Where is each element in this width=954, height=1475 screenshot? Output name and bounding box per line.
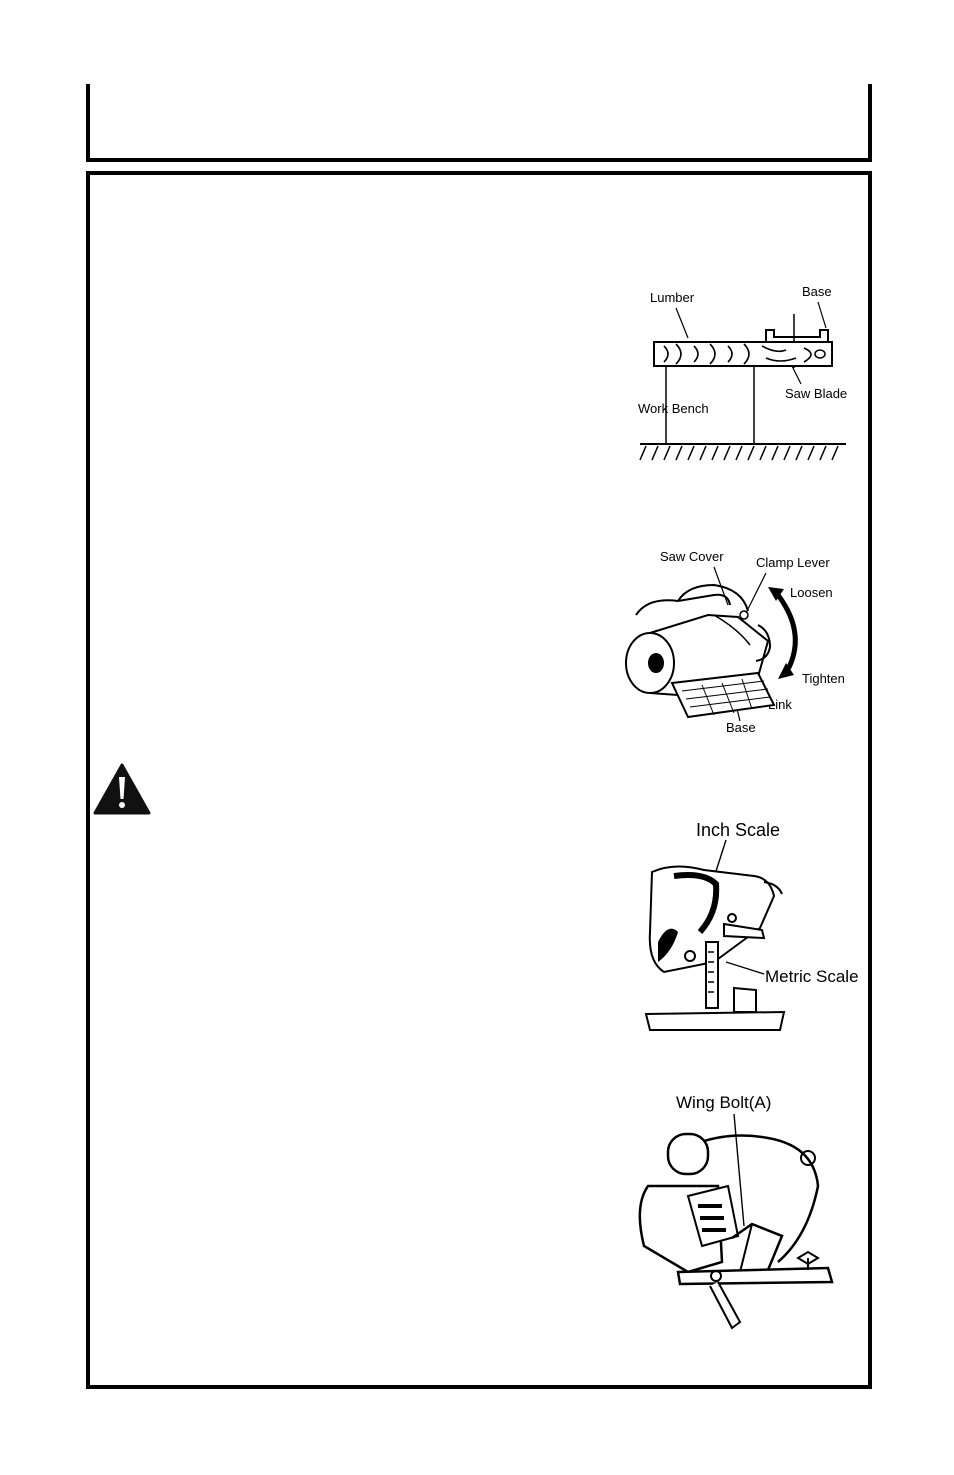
label-lumber: Lumber	[650, 290, 695, 305]
label-base-2: Base	[726, 720, 756, 735]
figure-lumber-bench: Lumber Base Saw Blade Work Bench	[636, 280, 861, 470]
label-loosen: Loosen	[790, 585, 833, 600]
label-work-bench: Work Bench	[638, 401, 709, 416]
warning-triangle-icon	[92, 762, 152, 821]
label-wing-bolt: Wing Bolt(A)	[676, 1093, 771, 1112]
label-metric-scale: Metric Scale	[765, 967, 859, 986]
figure-clamp-lever: Saw Cover Clamp Lever Loosen Tighten Lin…	[618, 545, 858, 740]
content-frame	[86, 171, 872, 1389]
label-saw-cover: Saw Cover	[660, 549, 724, 564]
label-clamp-lever: Clamp Lever	[756, 555, 830, 570]
label-saw-blade: Saw Blade	[785, 386, 847, 401]
label-inch-scale: Inch Scale	[696, 820, 780, 840]
label-tighten: Tighten	[802, 671, 845, 686]
figure-wing-bolt: Wing Bolt(A)	[628, 1086, 838, 1336]
header-frame	[86, 84, 872, 162]
label-link: Link	[768, 697, 792, 712]
label-base: Base	[802, 284, 832, 299]
figure-depth-scale: Inch Scale Metric Scale	[644, 812, 870, 1034]
